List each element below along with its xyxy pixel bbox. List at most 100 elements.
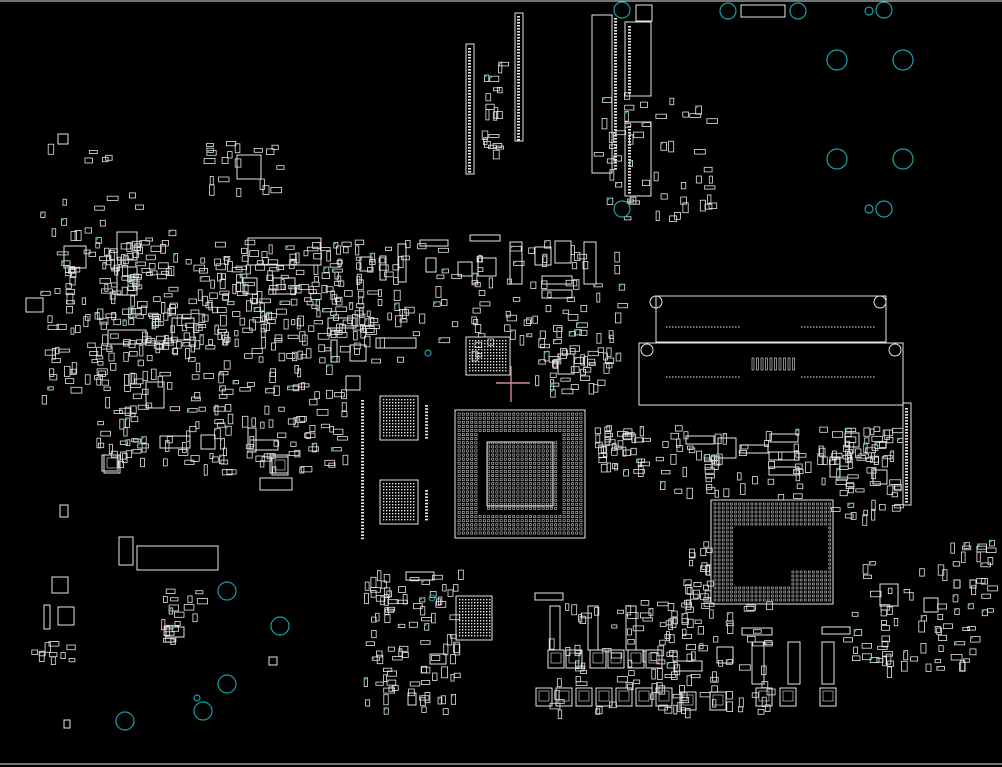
cpu-bga-balls bbox=[713, 502, 832, 602]
mount-hole-7[interactable] bbox=[892, 49, 914, 71]
part-r9[interactable] bbox=[829, 456, 841, 478]
left-ic-1[interactable] bbox=[63, 245, 87, 269]
lower-left-ic-2[interactable] bbox=[57, 606, 75, 626]
right-edge-pins bbox=[905, 408, 908, 503]
sodimm-pins bbox=[640, 295, 902, 378]
mount-hole-12[interactable] bbox=[613, 200, 631, 218]
mount-hole-17[interactable] bbox=[193, 694, 201, 702]
connector-upper-mid[interactable] bbox=[247, 237, 322, 266]
mount-hole-16[interactable] bbox=[193, 701, 213, 721]
ic-left-mid-2[interactable] bbox=[145, 381, 165, 409]
mount-hole-19[interactable] bbox=[424, 349, 432, 357]
top-connector-e[interactable] bbox=[624, 121, 652, 197]
top-connector-a[interactable] bbox=[465, 43, 475, 175]
top-header-strip[interactable] bbox=[740, 4, 786, 18]
part-c15[interactable] bbox=[477, 257, 497, 277]
mount-hole-6[interactable] bbox=[826, 49, 848, 71]
ic-mid-5[interactable] bbox=[200, 434, 216, 450]
sodimm-slot-upper[interactable] bbox=[655, 295, 887, 343]
ic-left-bottom-2[interactable] bbox=[159, 435, 191, 449]
lower-part-15[interactable] bbox=[268, 656, 278, 666]
lower-part-10[interactable] bbox=[923, 597, 939, 613]
mount-hole-15[interactable] bbox=[217, 674, 237, 694]
top-connector-c[interactable] bbox=[591, 14, 613, 174]
left-connector[interactable] bbox=[25, 297, 44, 313]
memory-chip-top[interactable] bbox=[465, 336, 511, 376]
lower-part-1[interactable] bbox=[534, 592, 564, 601]
mount-hole-5[interactable] bbox=[875, 1, 893, 19]
lower-part-4[interactable] bbox=[821, 626, 851, 635]
part-c11[interactable] bbox=[534, 246, 552, 266]
connector-d-pins bbox=[628, 26, 631, 94]
lower-part-14[interactable] bbox=[59, 504, 69, 518]
top-connector-b[interactable] bbox=[514, 12, 524, 142]
lower-part-3[interactable] bbox=[741, 627, 773, 636]
part-c14[interactable] bbox=[541, 289, 573, 299]
mounting-holes bbox=[115, 1, 914, 731]
lower-part-9[interactable] bbox=[879, 583, 899, 607]
mount-hole-2[interactable] bbox=[719, 2, 737, 20]
mount-hole-8[interactable] bbox=[826, 148, 848, 170]
part-c8[interactable] bbox=[469, 234, 501, 242]
right-edge-connector[interactable] bbox=[902, 402, 912, 506]
part-c10[interactable] bbox=[583, 241, 597, 285]
lower-part-11[interactable] bbox=[953, 579, 961, 589]
connector-b-pins bbox=[517, 16, 520, 141]
ic-mid-2[interactable] bbox=[259, 477, 293, 491]
gpu-bga[interactable] bbox=[454, 409, 586, 539]
lower-part-2[interactable] bbox=[405, 571, 435, 581]
connector-a-pins bbox=[468, 48, 471, 173]
lower-part-6[interactable] bbox=[716, 646, 734, 664]
mount-hole-13[interactable] bbox=[217, 581, 237, 601]
mount-hole-4[interactable] bbox=[864, 6, 874, 16]
part-r6[interactable] bbox=[769, 433, 799, 443]
top-connector-d[interactable] bbox=[624, 21, 652, 97]
lower-left-connector-tab[interactable] bbox=[118, 536, 134, 566]
lower-part-12[interactable] bbox=[969, 579, 977, 589]
sodimm-slot-lower[interactable] bbox=[638, 342, 904, 406]
memory-chip-bottom-balls bbox=[459, 599, 491, 637]
mount-hole-10[interactable] bbox=[864, 204, 874, 214]
lower-connector-6[interactable] bbox=[821, 641, 835, 685]
part-r5[interactable] bbox=[685, 435, 715, 445]
part-c7[interactable] bbox=[419, 239, 449, 247]
lower-part-7[interactable] bbox=[429, 653, 447, 665]
part-c6[interactable] bbox=[397, 243, 407, 283]
lower-part-8[interactable] bbox=[407, 692, 417, 706]
part-c21[interactable] bbox=[242, 277, 258, 295]
part-c2[interactable] bbox=[375, 337, 417, 349]
lower-left-connector[interactable] bbox=[136, 545, 219, 571]
memory-chip-left-a-balls bbox=[383, 399, 415, 437]
part-r2[interactable] bbox=[739, 444, 769, 454]
crosshair-icon bbox=[496, 366, 530, 402]
part-c3[interactable] bbox=[349, 344, 367, 362]
part-c5[interactable] bbox=[345, 375, 361, 391]
memory-chip-left-a[interactable] bbox=[379, 395, 419, 441]
mount-hole-1[interactable] bbox=[613, 1, 631, 19]
mount-hole-9[interactable] bbox=[892, 148, 914, 170]
lower-connector-5[interactable] bbox=[787, 641, 801, 685]
mount-hole-20[interactable] bbox=[428, 594, 436, 602]
part-r7[interactable] bbox=[844, 432, 860, 448]
mount-hole-18[interactable] bbox=[115, 711, 135, 731]
memory-side-pins bbox=[361, 400, 364, 540]
lower-left-ic-1[interactable] bbox=[51, 576, 69, 594]
mount-hole-14[interactable] bbox=[270, 616, 290, 636]
lower-left-ic-3[interactable] bbox=[43, 604, 51, 630]
part-c17[interactable] bbox=[359, 256, 373, 272]
part-c18[interactable] bbox=[379, 255, 387, 281]
memory-chip-left-b[interactable] bbox=[379, 479, 419, 525]
part-r1[interactable] bbox=[717, 437, 737, 459]
memory-chip-bottom[interactable] bbox=[455, 595, 493, 641]
mount-hole-3[interactable] bbox=[789, 2, 807, 20]
lower-part-13[interactable] bbox=[63, 719, 71, 729]
left-part-1[interactable] bbox=[57, 133, 69, 145]
part-c16[interactable] bbox=[457, 261, 473, 277]
mount-hole-11[interactable] bbox=[875, 200, 893, 218]
power-components bbox=[103, 454, 837, 711]
gpu-bga-die[interactable] bbox=[486, 441, 554, 507]
part-c19[interactable] bbox=[425, 257, 437, 273]
top-chip[interactable] bbox=[635, 4, 653, 22]
part-c9[interactable] bbox=[509, 241, 523, 285]
